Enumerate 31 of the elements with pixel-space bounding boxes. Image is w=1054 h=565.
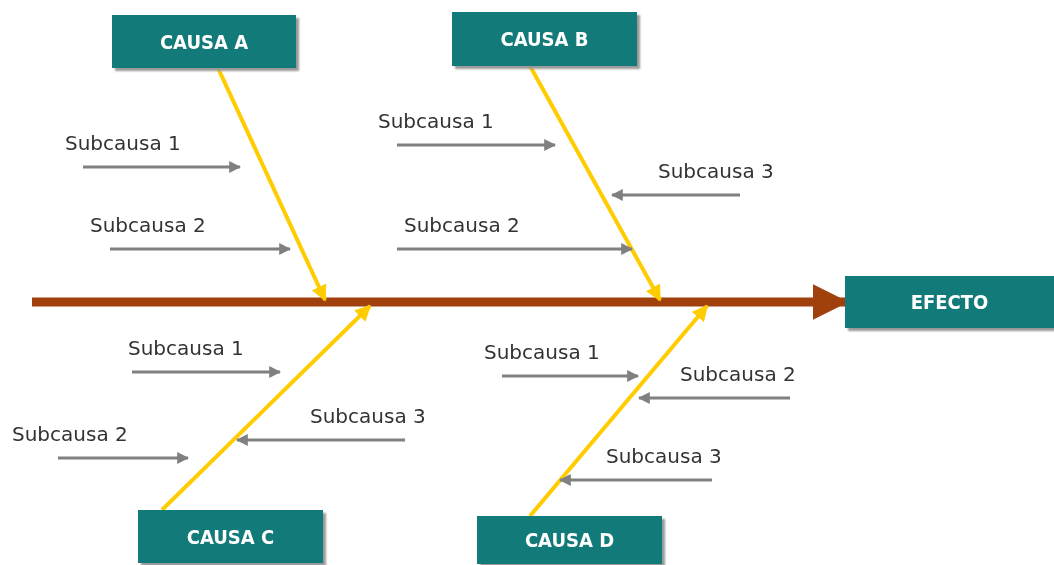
arrow bbox=[216, 67, 327, 302]
arrow bbox=[58, 452, 190, 464]
arrow bbox=[610, 189, 740, 201]
cause-box: CAUSA B bbox=[452, 12, 637, 66]
arrow bbox=[110, 243, 292, 255]
subcause-label: Subcausa 2 bbox=[404, 215, 520, 249]
subcause-label: Subcausa 1 bbox=[128, 338, 244, 372]
arrow bbox=[397, 243, 634, 255]
effect-box: EFECTO bbox=[845, 276, 1054, 328]
cause-box: CAUSA C bbox=[138, 510, 323, 563]
arrow bbox=[132, 366, 282, 378]
subcause-label: Subcausa 3 bbox=[606, 446, 722, 480]
subcause-label: Subcausa 2 bbox=[680, 364, 796, 398]
arrow bbox=[528, 304, 709, 518]
arrow bbox=[160, 304, 372, 512]
subcause-label: Subcausa 3 bbox=[310, 406, 426, 440]
arrow bbox=[397, 139, 557, 151]
subcause-label: Subcausa 1 bbox=[378, 111, 494, 145]
subcause-label: Subcausa 2 bbox=[90, 215, 206, 249]
cause-box: CAUSA A bbox=[112, 15, 296, 68]
arrow bbox=[637, 392, 790, 404]
arrow bbox=[502, 370, 640, 382]
subcause-label: Subcausa 1 bbox=[484, 342, 600, 376]
subcause-label: Subcausa 2 bbox=[12, 424, 128, 458]
subcause-label: Subcausa 1 bbox=[65, 133, 181, 167]
cause-box: CAUSA D bbox=[477, 516, 662, 564]
arrow bbox=[83, 161, 242, 173]
arrow bbox=[558, 474, 712, 486]
arrow bbox=[235, 434, 405, 446]
arrow bbox=[528, 65, 662, 302]
subcause-label: Subcausa 3 bbox=[658, 161, 774, 195]
